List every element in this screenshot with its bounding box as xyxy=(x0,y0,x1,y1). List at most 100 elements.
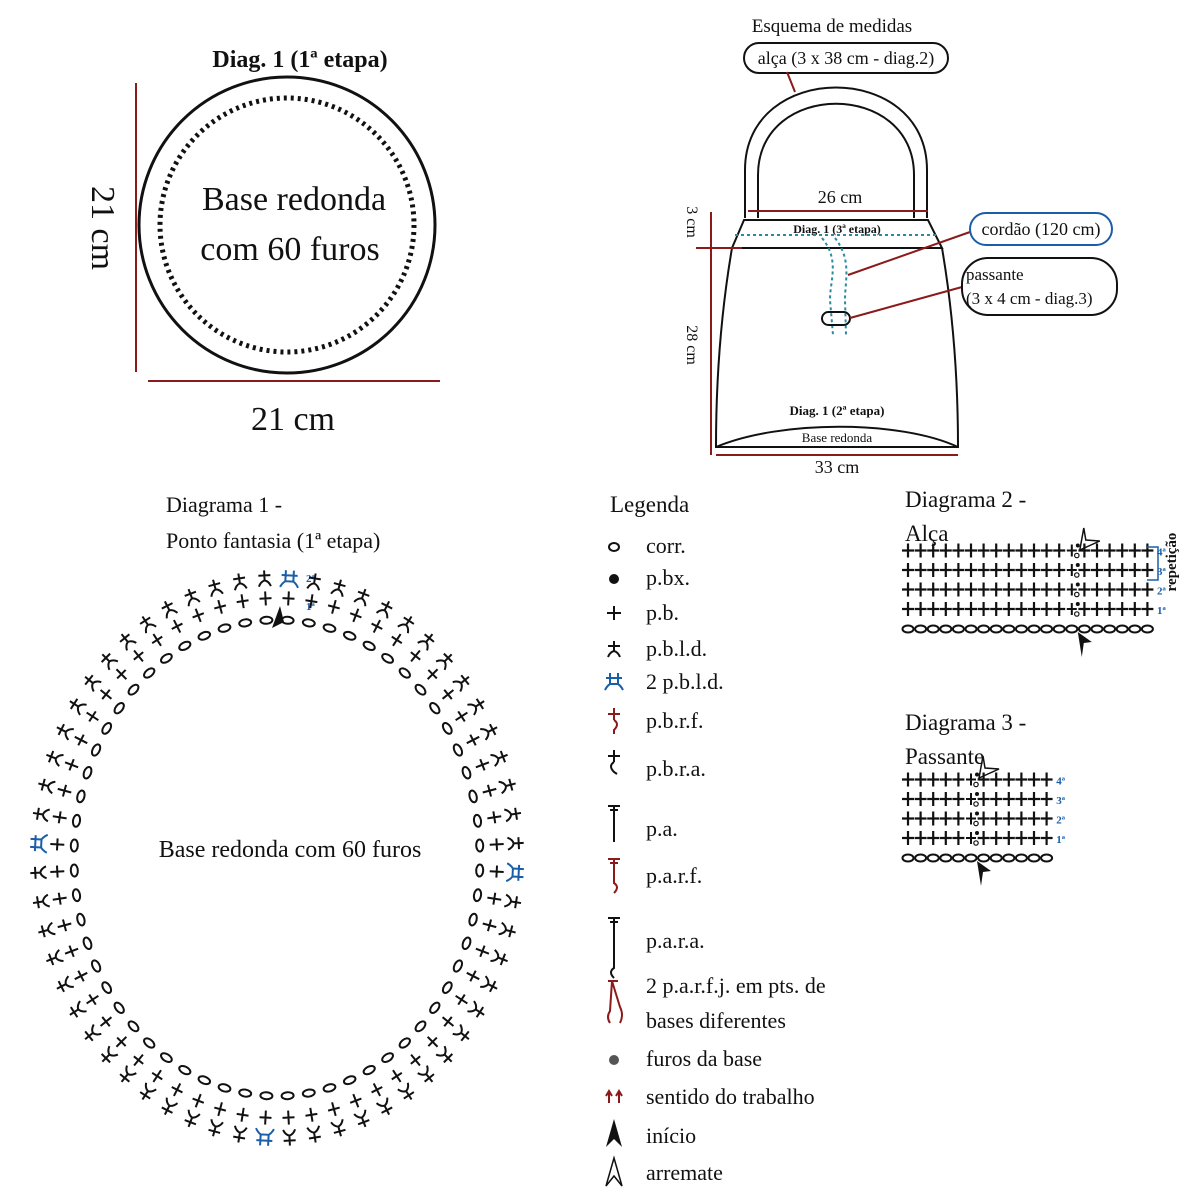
legend-item: 2 p.b.l.d. xyxy=(604,669,724,694)
single-crochet-stitch xyxy=(236,594,249,609)
slip-stitch xyxy=(1075,602,1080,606)
row-label: 2ª xyxy=(1056,815,1066,827)
chain-stitch xyxy=(1090,624,1104,634)
chain-stitch xyxy=(926,624,940,634)
single-crochet-stitch xyxy=(1116,582,1129,597)
dc-together-icon xyxy=(607,980,623,1024)
split-single-crochet-stitch xyxy=(255,1127,275,1146)
single-crochet-stitch xyxy=(1066,603,1077,615)
single-crochet-stitch xyxy=(952,831,965,845)
single-crochet-stitch xyxy=(1015,811,1028,826)
split-single-crochet-stitch xyxy=(435,652,454,671)
split-single-crochet-stitch xyxy=(452,674,470,692)
chain-stitch xyxy=(441,981,453,994)
single-crochet-stitch xyxy=(902,602,914,616)
chain-stitch xyxy=(973,801,979,807)
single-crochet-stitch xyxy=(902,772,914,787)
chain-stitch xyxy=(90,743,102,757)
single-crochet-stitch xyxy=(977,831,990,845)
single-crochet-stitch xyxy=(99,689,113,700)
single-crochet-stitch xyxy=(441,1016,455,1027)
single-crochet-stitch xyxy=(939,582,952,597)
chain-stitch xyxy=(1074,572,1080,578)
single-crochet-stitch xyxy=(1028,543,1040,558)
legend-label: 2 p.b.l.d. xyxy=(646,669,724,694)
split-single-crochet-stitch xyxy=(100,1045,119,1064)
chain-stitch xyxy=(964,853,978,863)
single-crochet-stitch xyxy=(1040,543,1053,558)
split-single-crochet-stitch xyxy=(56,975,74,993)
split-single-crochet-stitch xyxy=(306,1125,321,1143)
single-crochet-stitch xyxy=(1015,582,1028,597)
legend-label: p.b.r.a. xyxy=(646,756,706,781)
base-label-line2: com 60 furos xyxy=(200,231,379,268)
single-crochet-stitch xyxy=(966,773,976,786)
split-single-crochet-stitch xyxy=(84,1024,102,1042)
single-crochet-stitch xyxy=(939,563,952,577)
single-crochet-stitch xyxy=(475,758,490,771)
top-width-label: 26 cm xyxy=(818,187,863,207)
chain-stitch xyxy=(76,789,86,804)
start-arrow-icon xyxy=(1077,632,1092,657)
single-crochet-stitch xyxy=(927,602,940,616)
chain-stitch xyxy=(1115,624,1129,634)
double-crochet-icon xyxy=(608,805,620,842)
chain-stitch xyxy=(926,853,940,863)
base-holes-dotted-circle xyxy=(157,95,417,355)
band-height-label: 3 cm xyxy=(683,206,700,238)
width-label: 21 cm xyxy=(251,401,335,438)
single-crochet-stitch xyxy=(990,772,1003,787)
single-crochet-stitch xyxy=(64,758,79,771)
single-crochet-stitch xyxy=(214,599,227,614)
split-single-crochet-stitch xyxy=(498,921,516,938)
chain-stitch xyxy=(76,912,86,927)
single-crochet-stitch xyxy=(977,792,990,806)
handle-label-box xyxy=(743,42,949,74)
single-crochet-stitch xyxy=(1015,831,1028,845)
single-crochet-stitch xyxy=(259,591,272,606)
single-crochet-stitch xyxy=(1128,582,1141,597)
chain-stitch xyxy=(964,624,978,634)
single-crochet-stitch xyxy=(327,599,340,614)
legend-item: p.b.r.f. xyxy=(608,708,703,734)
split-single-crochet-stitch xyxy=(397,1082,415,1101)
split-single-crochet-stitch xyxy=(38,778,56,795)
single-crochet-stitch xyxy=(1002,811,1015,826)
single-crochet-stitch xyxy=(133,649,144,662)
legend-item: p.a.r.a. xyxy=(608,917,705,979)
single-crochet-stitch xyxy=(1078,563,1091,577)
split-single-crochet-stitch xyxy=(32,807,50,823)
legend-label: p.bx. xyxy=(646,565,690,590)
front-post-sc-icon xyxy=(608,708,620,734)
single-crochet-stitch xyxy=(1040,602,1053,616)
split-single-crochet-stitch xyxy=(257,570,272,588)
chain-stitch xyxy=(468,789,478,804)
diagram2-title-line2: Alça xyxy=(905,521,948,546)
single-crochet-stitch xyxy=(977,602,990,616)
chain-stitch xyxy=(301,1088,316,1098)
chain-stitch xyxy=(452,959,464,973)
chain-stitch xyxy=(217,1083,232,1093)
split-single-crochet-stitch xyxy=(119,633,137,651)
single-crochet-stitch xyxy=(902,831,914,845)
slip-stitch xyxy=(1075,582,1080,587)
chain-stitch xyxy=(238,618,253,628)
single-crochet-stitch xyxy=(977,772,990,787)
top-band-label: Diag. 1 (3ª etapa) xyxy=(793,222,881,236)
single-crochet-stitch xyxy=(914,792,927,806)
loop-label-box xyxy=(961,257,1118,316)
split-single-crochet-stitch xyxy=(452,1024,470,1042)
ring-center-label: Base redonda com 60 furos xyxy=(159,837,422,863)
single-crochet-stitch xyxy=(1091,582,1103,597)
legend-label: p.a.r.a. xyxy=(646,928,705,953)
split-single-crochet-stitch xyxy=(504,893,522,909)
single-crochet-stitch xyxy=(952,772,965,787)
single-crochet-stitch xyxy=(52,892,67,905)
single-crochet-stitch xyxy=(965,602,977,616)
single-crochet-stitch xyxy=(1028,602,1040,616)
legend-item: p.a. xyxy=(608,805,678,842)
chain-stitch xyxy=(362,1064,376,1076)
single-crochet-stitch xyxy=(939,602,952,616)
single-crochet-stitch xyxy=(952,563,965,577)
